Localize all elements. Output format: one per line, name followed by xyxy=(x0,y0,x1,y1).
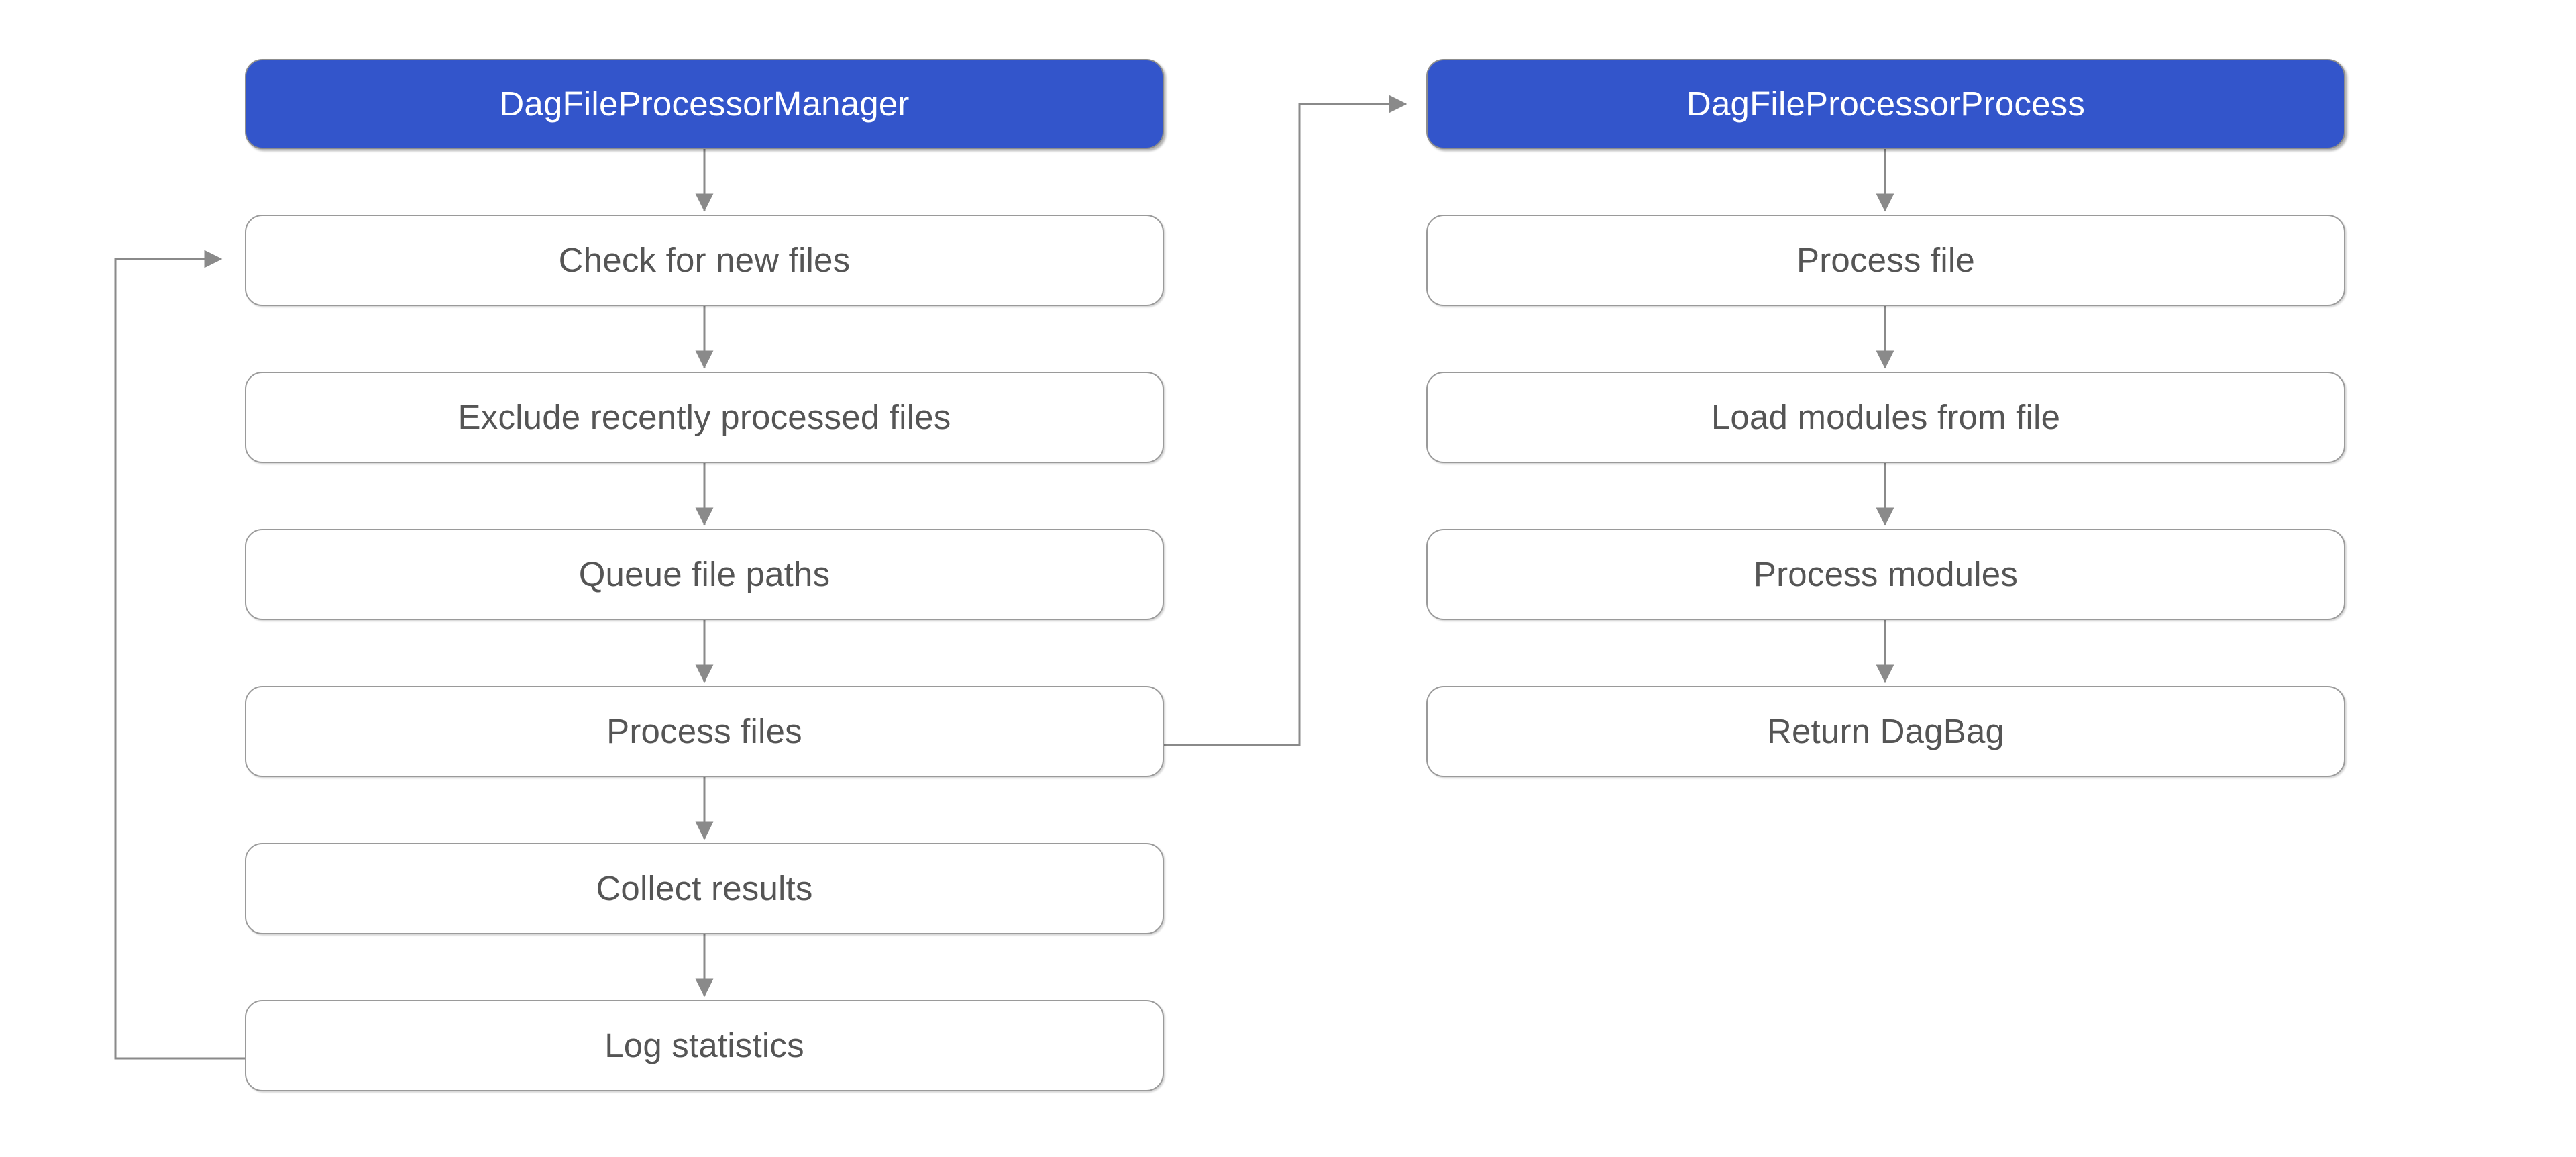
node-return-dagbag-label: Return DagBag xyxy=(1766,711,2005,750)
node-process-file[interactable]: Process file xyxy=(1426,215,2345,306)
node-load-modules-from-file[interactable]: Load modules from file xyxy=(1426,372,2345,463)
node-exclude-recently-processed-files[interactable]: Exclude recently processed files xyxy=(245,372,1164,463)
node-header-manager[interactable]: DagFileProcessorManager xyxy=(245,59,1164,149)
node-log-statistics[interactable]: Log statistics xyxy=(245,1000,1164,1091)
node-collect-results-label: Collect results xyxy=(596,868,813,907)
node-queue-file-paths[interactable]: Queue file paths xyxy=(245,529,1164,620)
edge-process-files-to-processor-process xyxy=(1164,95,1407,746)
node-check-for-new-files-label: Check for new files xyxy=(558,240,851,279)
node-exclude-recently-processed-files-label: Exclude recently processed files xyxy=(458,397,951,436)
edge-feedback-loop xyxy=(114,250,245,1060)
node-process-files-label: Process files xyxy=(606,711,802,750)
node-check-for-new-files[interactable]: Check for new files xyxy=(245,215,1164,306)
node-return-dagbag[interactable]: Return DagBag xyxy=(1426,686,2345,777)
node-process-file-label: Process file xyxy=(1796,240,1975,279)
node-process-modules-label: Process modules xyxy=(1753,554,2019,593)
node-header-manager-label: DagFileProcessorManager xyxy=(499,84,910,123)
node-header-processor-process-label: DagFileProcessorProcess xyxy=(1686,84,2086,123)
node-collect-results[interactable]: Collect results xyxy=(245,843,1164,934)
node-load-modules-from-file-label: Load modules from file xyxy=(1711,397,2061,436)
node-process-modules[interactable]: Process modules xyxy=(1426,529,2345,620)
node-log-statistics-label: Log statistics xyxy=(604,1025,804,1064)
node-process-files[interactable]: Process files xyxy=(245,686,1164,777)
node-header-processor-process[interactable]: DagFileProcessorProcess xyxy=(1426,59,2345,149)
node-queue-file-paths-label: Queue file paths xyxy=(578,554,830,593)
